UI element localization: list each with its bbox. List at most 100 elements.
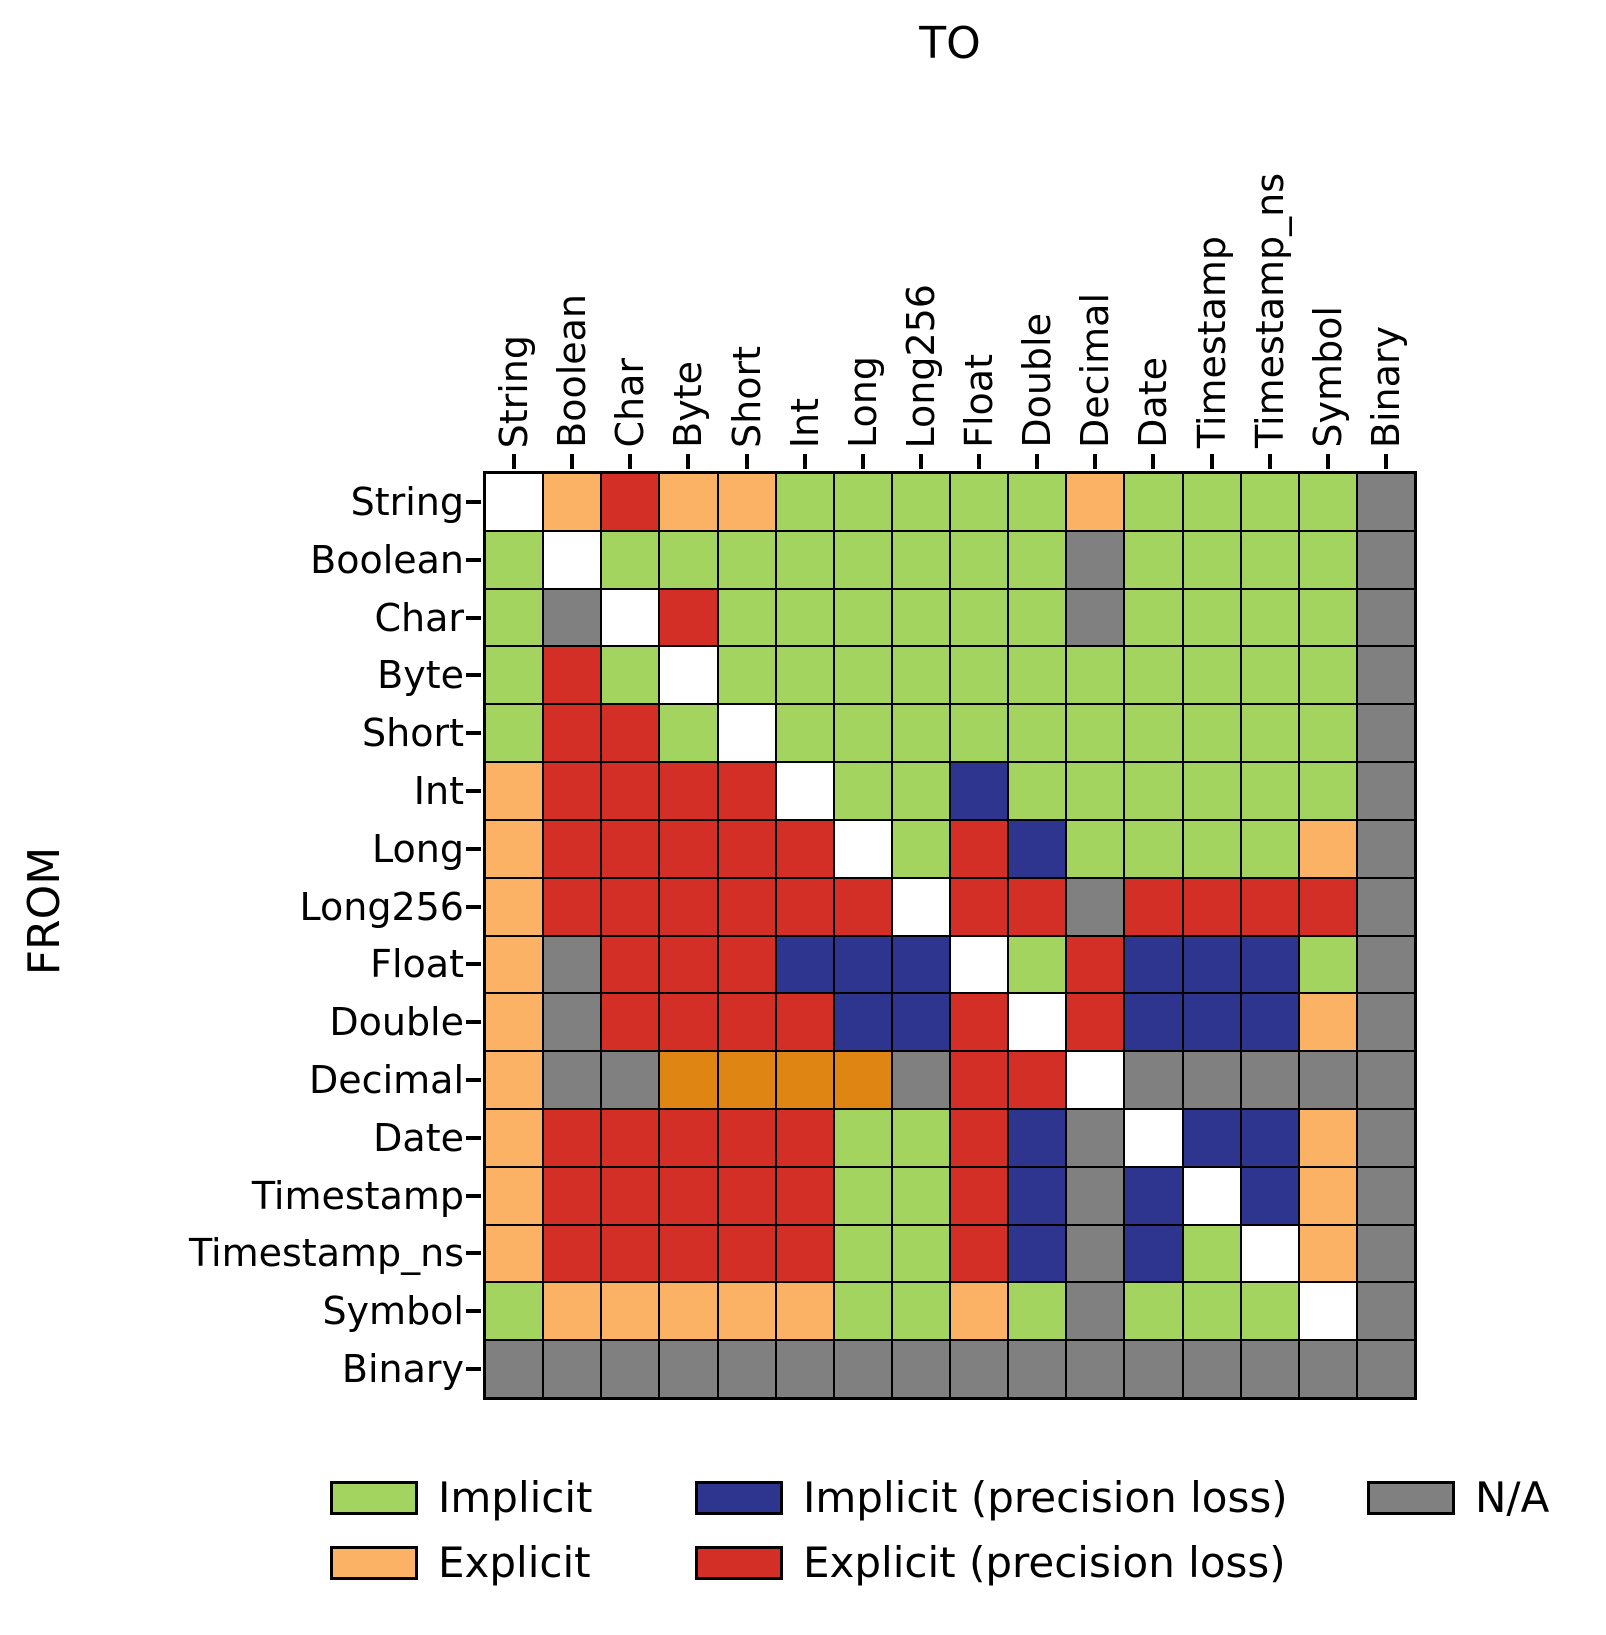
matrix-cell [1067,820,1124,877]
matrix-cell [1299,1225,1356,1282]
matrix-cell [1183,705,1240,762]
matrix-cell [776,1109,833,1166]
matrix-cell [834,1052,891,1108]
matrix-cell [718,589,775,646]
matrix-cell [602,1109,659,1166]
matrix-cell [1067,1225,1124,1282]
matrix-cell [486,647,543,704]
matrix-cell [718,647,775,704]
tick-top-symbol [1325,454,1330,469]
matrix-cell [1183,531,1240,588]
matrix-cell [544,1109,601,1166]
matrix-cell [1009,994,1066,1051]
matrix-cell [776,936,833,993]
matrix-cell [1125,1167,1182,1224]
matrix-cell [892,1341,949,1397]
matrix-cell [892,763,949,819]
matrix-cell [1299,763,1356,819]
tick-left-decimal [466,1078,481,1083]
matrix-cell [1067,1052,1124,1108]
matrix-cell [1009,531,1066,588]
matrix-cell [1241,820,1298,877]
matrix-cell [1183,1225,1240,1282]
matrix-cell [1299,705,1356,762]
matrix-cell [1009,1283,1066,1340]
matrix-cell [544,1052,601,1108]
matrix-cell [1125,763,1182,819]
matrix-cell [486,705,543,762]
matrix-cell [1009,1109,1066,1166]
matrix-cell [602,936,659,993]
matrix-cell [951,878,1008,935]
matrix-cell [1067,936,1124,993]
matrix-cell [1241,1225,1298,1282]
tick-top-binary [1383,454,1388,469]
matrix-cell [834,878,891,935]
matrix-cell [1067,589,1124,646]
matrix-cell [1241,1109,1298,1166]
tick-top-decimal [1093,454,1098,469]
col-label-binary: Binary [1363,325,1408,448]
matrix-cell [834,936,891,993]
matrix-cell [1183,878,1240,935]
legend-swatch-na [1367,1481,1455,1515]
matrix-cell [602,474,659,530]
tick-left-binary [466,1367,481,1372]
matrix-cell [1183,763,1240,819]
matrix-cell [602,763,659,819]
matrix-cell [951,1052,1008,1108]
matrix-cell [1125,820,1182,877]
matrix-cell [486,994,543,1051]
matrix-cell [1183,1283,1240,1340]
row-label-binary: Binary [341,1347,464,1392]
tick-top-int [802,454,807,469]
matrix-cell [1125,1225,1182,1282]
tick-left-long [466,846,481,851]
col-label-float: Float [957,354,1002,448]
matrix-cell [1125,1341,1182,1397]
matrix-cell [1357,994,1414,1051]
matrix-cell [892,1283,949,1340]
matrix-cell [776,1167,833,1224]
tick-left-short [466,731,481,736]
matrix-cell [776,1341,833,1397]
matrix-cell [1009,474,1066,530]
matrix-cell [544,647,601,704]
row-label-float: Float [370,942,464,987]
col-label-byte: Byte [666,361,711,448]
matrix-cell [544,531,601,588]
matrix-cell [892,474,949,530]
col-label-int: Int [782,397,827,448]
matrix-cell [1067,878,1124,935]
matrix-cell [1067,994,1124,1051]
matrix-cell [602,1283,659,1340]
matrix-cell [602,705,659,762]
matrix-cell [951,1109,1008,1166]
matrix-cell [718,994,775,1051]
tick-top-char [628,454,633,469]
matrix-cell [1357,1109,1414,1166]
matrix-cell [776,589,833,646]
matrix-cell [660,820,717,877]
matrix-cell [602,994,659,1051]
matrix-cell [544,994,601,1051]
matrix-cell [1241,763,1298,819]
matrix-cell [834,994,891,1051]
legend-label-na: N/A [1475,1473,1550,1522]
legend-swatch-e [330,1546,418,1580]
row-label-byte: Byte [377,653,464,698]
matrix-cell [718,1283,775,1340]
tick-top-boolean [570,454,575,469]
matrix-cell [660,994,717,1051]
matrix-cell [776,1283,833,1340]
matrix-cell [951,1167,1008,1224]
tick-left-int [466,788,481,793]
legend-label-i: Implicit [438,1473,593,1522]
matrix-cell [486,531,543,588]
matrix-cell [1241,647,1298,704]
matrix-cell [718,820,775,877]
matrix-cell [1299,1109,1356,1166]
row-label-symbol: Symbol [322,1289,464,1334]
tick-top-short [744,454,749,469]
